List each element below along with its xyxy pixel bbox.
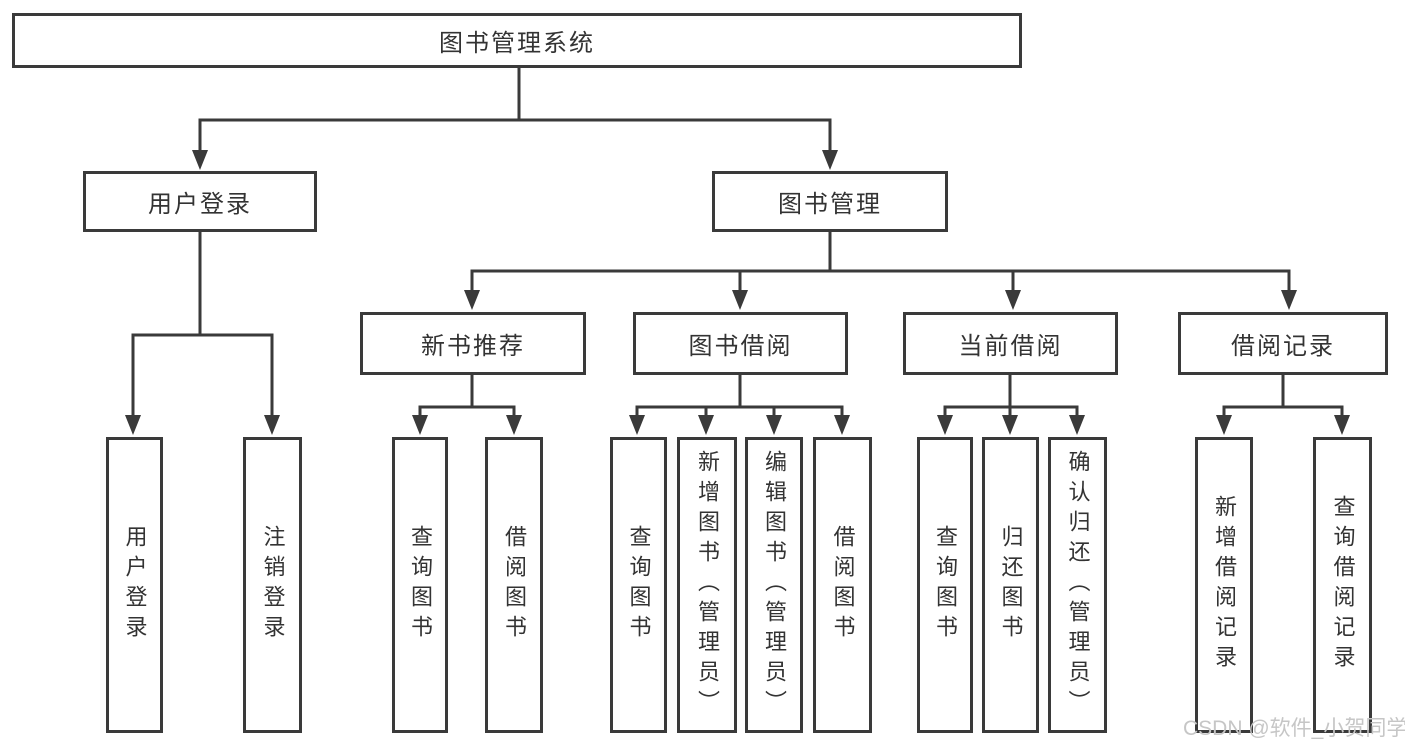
leaf-query-books-1-label: 查询图书: [408, 525, 433, 645]
node-user-login-label: 用户登录: [148, 191, 252, 218]
node-borrowing-records-label: 借阅记录: [1231, 333, 1335, 360]
leaf-return-books-label: 归还图书: [998, 525, 1024, 645]
node-book-borrowing: 图书借阅: [633, 312, 848, 375]
leaf-add-borrow-record: 新增借阅记录: [1195, 437, 1253, 733]
leaf-edit-books-admin-label: 编辑图书（管理员）: [762, 450, 787, 720]
leaf-add-books-admin-label: 新增图书（管理员）: [695, 450, 720, 720]
node-current-borrowing: 当前借阅: [903, 312, 1118, 375]
leaf-query-borrow-record-label: 查询借阅记录: [1330, 495, 1356, 675]
leaf-borrow-books-1-label: 借阅图书: [502, 525, 527, 645]
leaf-query-books-2-label: 查询图书: [626, 525, 652, 645]
node-book-management-label: 图书管理: [778, 191, 882, 218]
watermark: CSDN @软件_小贺同学: [1183, 717, 1405, 740]
leaf-logout: 注销登录: [243, 437, 302, 733]
leaf-query-borrow-record: 查询借阅记录: [1313, 437, 1372, 733]
leaf-user-login-label: 用户登录: [122, 525, 148, 645]
node-root: 图书管理系统: [12, 13, 1022, 68]
leaf-borrow-books-2-label: 借阅图书: [830, 525, 856, 645]
leaf-query-books-1: 查询图书: [392, 437, 448, 733]
leaf-user-login: 用户登录: [106, 437, 163, 733]
leaf-query-books-3-label: 查询图书: [933, 525, 958, 645]
leaf-return-books: 归还图书: [982, 437, 1039, 733]
node-new-book-recommend: 新书推荐: [360, 312, 586, 375]
leaf-query-books-2: 查询图书: [610, 437, 667, 733]
leaf-query-books-3: 查询图书: [917, 437, 973, 733]
leaf-borrow-books-2: 借阅图书: [813, 437, 872, 733]
node-new-book-recommend-label: 新书推荐: [421, 333, 525, 360]
leaf-add-books-admin: 新增图书（管理员）: [677, 437, 737, 733]
leaf-confirm-return-admin: 确认归还（管理员）: [1048, 437, 1107, 733]
leaf-confirm-return-admin-label: 确认归还（管理员）: [1065, 450, 1091, 720]
node-current-borrowing-label: 当前借阅: [958, 333, 1063, 360]
leaf-add-borrow-record-label: 新增借阅记录: [1212, 495, 1237, 675]
node-borrowing-records: 借阅记录: [1178, 312, 1388, 375]
node-book-borrowing-label: 图书借阅: [688, 333, 793, 360]
leaf-logout-label: 注销登录: [260, 525, 286, 645]
node-book-management: 图书管理: [712, 171, 948, 232]
leaf-borrow-books-1: 借阅图书: [485, 437, 543, 733]
node-root-label: 图书管理系统: [439, 30, 595, 57]
node-user-login: 用户登录: [83, 171, 317, 232]
leaf-edit-books-admin: 编辑图书（管理员）: [745, 437, 803, 733]
